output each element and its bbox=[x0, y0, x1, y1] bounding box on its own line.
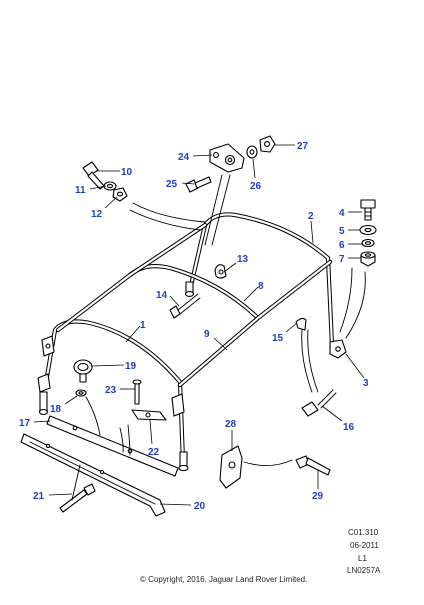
callout-24: 24 bbox=[178, 152, 190, 163]
callout-14: 14 bbox=[156, 290, 168, 301]
callout-5: 5 bbox=[339, 226, 345, 237]
callout-25: 25 bbox=[166, 179, 178, 190]
callout-10: 10 bbox=[121, 167, 133, 178]
hardware-guide-line-2 bbox=[129, 209, 201, 231]
part-24-bracket bbox=[209, 143, 245, 173]
leader-lines bbox=[33, 144, 365, 506]
diagram-code: LN0257A bbox=[347, 566, 381, 575]
part-18-washer bbox=[75, 389, 101, 436]
callout-4: 4 bbox=[339, 208, 345, 219]
part-27-nut bbox=[259, 135, 276, 153]
part-20-rail bbox=[20, 433, 166, 517]
part-19-eye-bolt bbox=[73, 359, 93, 383]
callout-12: 12 bbox=[91, 209, 103, 220]
front-left-bracket bbox=[37, 335, 55, 416]
callout-19: 19 bbox=[125, 361, 137, 372]
callout-3: 3 bbox=[363, 378, 369, 389]
part-23-screw bbox=[132, 379, 142, 405]
callout-21: 21 bbox=[33, 491, 45, 502]
callout-6: 6 bbox=[339, 240, 345, 251]
part-3-bracket bbox=[329, 267, 366, 359]
top-guide-line-2 bbox=[211, 174, 231, 246]
callout-2: 2 bbox=[308, 211, 314, 222]
callout-7: 7 bbox=[339, 254, 345, 265]
copyright-notice: © Copyright, 2016. Jaguar Land Rover Lim… bbox=[140, 575, 308, 584]
part-28-bracket bbox=[219, 445, 293, 489]
callout-9: 9 bbox=[204, 329, 210, 340]
callout-28: 28 bbox=[225, 419, 237, 430]
callout-13: 13 bbox=[237, 254, 249, 265]
callout-18: 18 bbox=[50, 404, 62, 415]
rear-hoop-foot bbox=[184, 281, 195, 297]
part-10-bolt bbox=[82, 161, 105, 190]
part-25-bolt bbox=[185, 176, 212, 193]
hardware-guide-line bbox=[132, 202, 206, 223]
part-26-washer bbox=[246, 145, 258, 159]
callouts: 1 2 3 4 5 6 7 8 9 10 11 12 13 14 15 16 1… bbox=[19, 141, 369, 512]
part-29-stud bbox=[295, 455, 331, 476]
front-right-bracket bbox=[171, 393, 189, 472]
callout-16: 16 bbox=[343, 422, 355, 433]
diagram-level: L1 bbox=[358, 554, 367, 563]
hood-frame bbox=[42, 212, 335, 465]
part-4-bolt bbox=[360, 199, 376, 221]
diagram-date: 06-2011 bbox=[350, 541, 379, 550]
part-13-shackle bbox=[214, 264, 227, 279]
part-16-stud bbox=[301, 389, 337, 417]
part-14-stud bbox=[169, 293, 201, 319]
part-7-nut bbox=[360, 251, 376, 267]
callout-8: 8 bbox=[258, 281, 264, 292]
callout-15: 15 bbox=[272, 333, 284, 344]
callout-17: 17 bbox=[19, 418, 31, 429]
callout-23: 23 bbox=[105, 385, 117, 396]
callout-29: 29 bbox=[312, 491, 324, 502]
top-guide-line bbox=[204, 174, 223, 246]
callout-20: 20 bbox=[194, 501, 206, 512]
part-5-washer bbox=[359, 224, 377, 236]
part-22-plate bbox=[119, 409, 167, 456]
callout-26: 26 bbox=[250, 181, 262, 192]
callout-27: 27 bbox=[297, 141, 309, 152]
callout-1: 1 bbox=[140, 320, 146, 331]
callout-22: 22 bbox=[148, 447, 160, 458]
part-6-spring-washer bbox=[361, 238, 375, 248]
callout-11: 11 bbox=[75, 185, 86, 196]
part-15-clip bbox=[295, 317, 319, 393]
part-17-rail bbox=[46, 415, 179, 477]
part-21-stud bbox=[59, 464, 96, 513]
diagram-ref: C01.310 bbox=[348, 528, 379, 537]
